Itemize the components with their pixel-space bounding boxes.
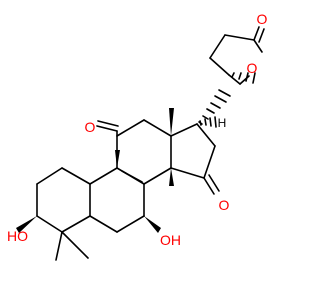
c4-gem-dimethyl xyxy=(55,231,89,261)
c11-ketone xyxy=(96,120,119,137)
hashed-bond-c20-methyl xyxy=(231,72,256,84)
double-bond-c8-c9 xyxy=(121,170,143,183)
hashed-bond-c17-h xyxy=(199,116,217,128)
ring-a xyxy=(36,167,91,233)
c11-keto-oxygen-label: O xyxy=(85,119,96,135)
wedge-c13-methyl xyxy=(169,108,174,136)
wedge-c10-methyl xyxy=(115,150,120,168)
c15-ketone xyxy=(203,174,220,195)
c17-hydrogen-label: H xyxy=(218,116,227,130)
c7-hydroxyl-label: OH xyxy=(160,232,181,248)
wedge-c7-hydroxyl xyxy=(144,216,161,233)
wedge-c14-methyl xyxy=(169,168,174,186)
ring-d xyxy=(170,123,216,179)
structure-diagram: O O O O HO OH H xyxy=(7,11,268,261)
ring-b xyxy=(89,167,145,233)
lactone-carbonyl xyxy=(253,26,265,43)
c3-hydroxyl-label: HO xyxy=(7,228,28,244)
c15-keto-oxygen-label: O xyxy=(219,197,230,213)
lactone-carbonyl-oxygen-label: O xyxy=(257,11,268,27)
wedge-c3-hydroxyl xyxy=(16,216,37,233)
lactone-ring-oxygen-label: O xyxy=(247,60,258,76)
ring-c xyxy=(116,119,172,185)
